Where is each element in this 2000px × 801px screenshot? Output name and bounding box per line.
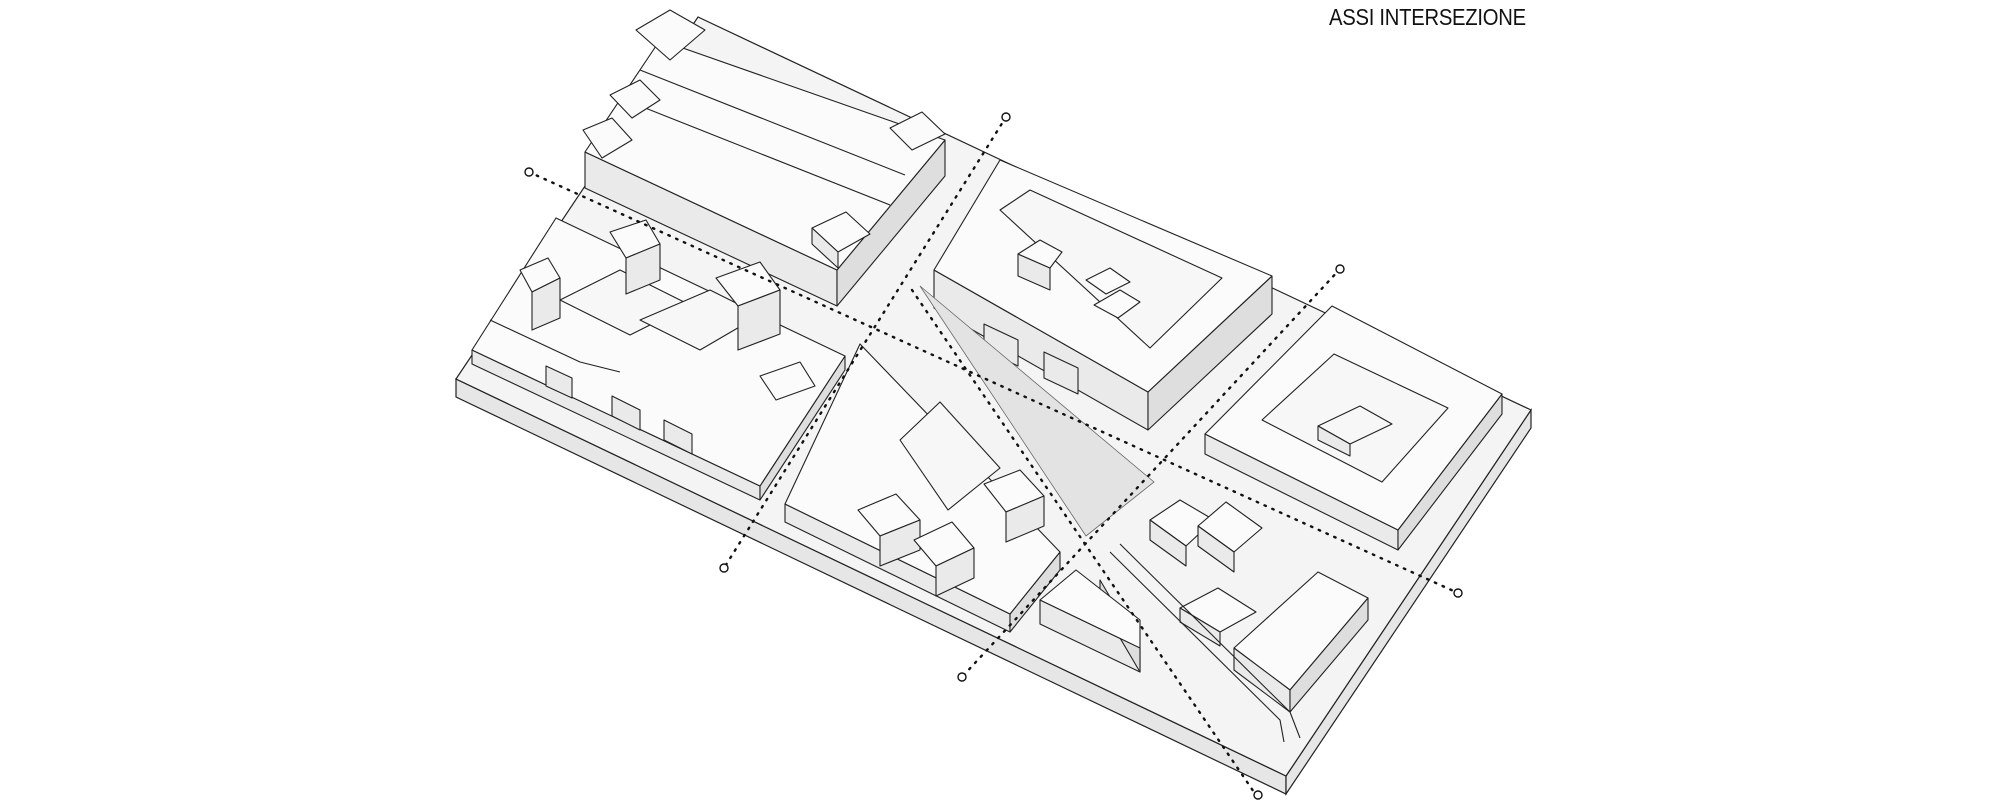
axis-endpoint (1253, 790, 1263, 800)
building-se-cluster (1039, 499, 1369, 743)
axis-endpoint (1335, 264, 1345, 274)
building-n-courtyard (933, 159, 1273, 431)
axis-endpoint (719, 563, 729, 573)
diagram-title: ASSI INTERSEZIONE (1329, 4, 1526, 30)
axis-endpoint (524, 167, 534, 177)
axis-endpoint (1453, 588, 1463, 598)
axis-n-s (910, 288, 1260, 800)
plaza-triangle (919, 285, 1155, 537)
building-w-block (471, 217, 846, 501)
intersection-axes (524, 112, 1463, 800)
axis-ne-sw-b (960, 267, 1342, 679)
building-e-courtyard (1204, 305, 1503, 551)
axis-endpoint (957, 672, 967, 682)
axis-ne-sw-a (722, 115, 1008, 570)
building-nw-long (582, 9, 946, 307)
axis-endpoint (1001, 112, 1011, 122)
axis-nw-se (527, 170, 1460, 595)
